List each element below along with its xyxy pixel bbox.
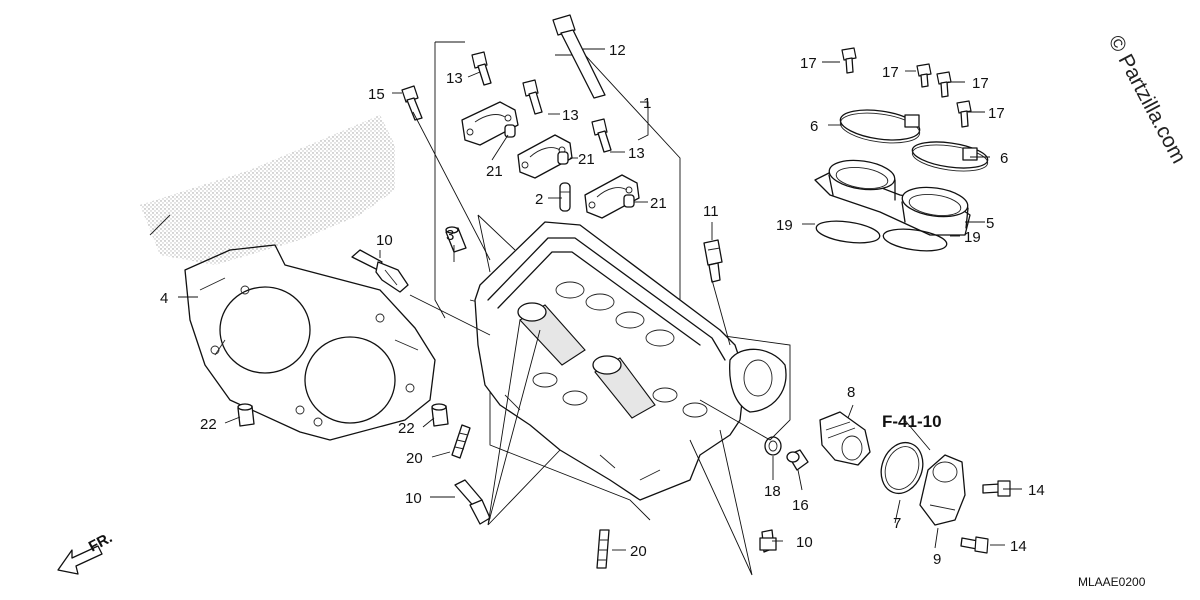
callout-10-right: 10 <box>796 534 813 551</box>
hose-clamp-lower <box>911 141 989 172</box>
bolt-17-a <box>841 47 857 74</box>
callout-22-right: 22 <box>398 420 415 437</box>
callout-7: 7 <box>893 515 901 532</box>
callout-15: 15 <box>368 86 385 103</box>
callout-14-lower: 14 <box>1010 538 1027 555</box>
bolt-14-lower <box>960 536 989 554</box>
callout-21-middle: 21 <box>578 151 595 168</box>
leader-lines <box>178 48 1022 576</box>
bolt-17-c <box>936 71 952 98</box>
sealing-washer <box>764 436 782 456</box>
bolt-17-b <box>916 63 932 88</box>
dowel-pin-right <box>431 403 449 427</box>
callout-6-upper: 6 <box>810 118 818 135</box>
reference-label: F-41-10 <box>882 412 942 431</box>
thermostat-o-ring <box>880 441 924 495</box>
callout-16: 16 <box>792 497 809 514</box>
callout-8: 8 <box>847 384 855 401</box>
callout-11: 11 <box>703 203 719 220</box>
drawing-code: MLAAE0200 <box>1078 575 1146 589</box>
thermostat-cover <box>919 454 966 526</box>
hose-clamp-upper <box>839 109 921 144</box>
camshaft-holder-left <box>461 101 519 146</box>
bolt-14-upper <box>982 480 1011 497</box>
dowel-pin-2 <box>559 182 571 212</box>
bolt-12 <box>552 14 606 99</box>
dowel-21-right <box>623 194 635 208</box>
spark-plug-top <box>351 249 409 293</box>
callout-17-a: 17 <box>800 55 817 72</box>
callout-10-top: 10 <box>376 232 393 249</box>
callout-2: 2 <box>535 191 543 208</box>
callout-13-right: 13 <box>628 145 645 162</box>
callout-3: 3 <box>446 227 454 244</box>
bolt-13-right <box>591 118 612 153</box>
bolt-13-left <box>471 51 492 86</box>
bolt-13-middle <box>522 79 543 115</box>
callout-21-left: 21 <box>486 163 503 180</box>
cylinder-block-ghost <box>140 115 395 265</box>
callout-17-d: 17 <box>988 105 1005 122</box>
sealing-plug <box>786 449 809 471</box>
watermark: © Partzilla.com <box>1104 32 1191 168</box>
callout-14-upper: 14 <box>1028 482 1045 499</box>
spark-plug-bottom-left <box>454 479 491 525</box>
callout-labels: 1 2 3 4 5 6 6 7 8 9 10 10 10 11 12 13 13… <box>160 42 1045 568</box>
callout-6-lower: 6 <box>1000 150 1008 167</box>
callout-13-left: 13 <box>446 70 463 87</box>
callout-12: 12 <box>609 42 626 59</box>
temperature-sensor <box>703 239 723 283</box>
dowel-pin-left <box>237 403 255 427</box>
callout-20-lower: 20 <box>630 543 647 560</box>
head-gasket <box>184 244 436 441</box>
callout-22-left: 22 <box>200 416 217 433</box>
dowel-21-middle <box>557 151 569 165</box>
callout-1: 1 <box>643 95 651 112</box>
callout-5: 5 <box>986 215 994 232</box>
dowel-21-left <box>504 124 516 138</box>
callout-17-c: 17 <box>972 75 989 92</box>
bolt-15 <box>401 85 423 121</box>
callout-4: 4 <box>160 290 168 307</box>
callout-13-middle: 13 <box>562 107 579 124</box>
camshaft-holder-right <box>584 174 640 219</box>
front-direction-arrow-icon <box>57 545 103 575</box>
callout-18: 18 <box>764 483 781 500</box>
insulator-o-ring-right <box>882 228 948 252</box>
callout-19-left: 19 <box>776 217 793 234</box>
stud-bolt-lower <box>596 529 610 569</box>
cylinder-head <box>474 221 787 501</box>
thermostat <box>819 411 871 466</box>
callout-21-right: 21 <box>650 195 667 212</box>
callout-17-b: 17 <box>882 64 899 81</box>
stud-bolt-upper <box>451 424 471 459</box>
intake-insulator <box>814 159 971 236</box>
dowel-pin-3 <box>445 226 467 253</box>
bolt-17-d <box>956 100 972 128</box>
callout-9: 9 <box>933 551 941 568</box>
insulator-o-ring-left <box>815 220 881 244</box>
callout-19-right: 19 <box>964 229 981 246</box>
callout-10-left: 10 <box>405 490 422 507</box>
callout-20-upper: 20 <box>406 450 423 467</box>
